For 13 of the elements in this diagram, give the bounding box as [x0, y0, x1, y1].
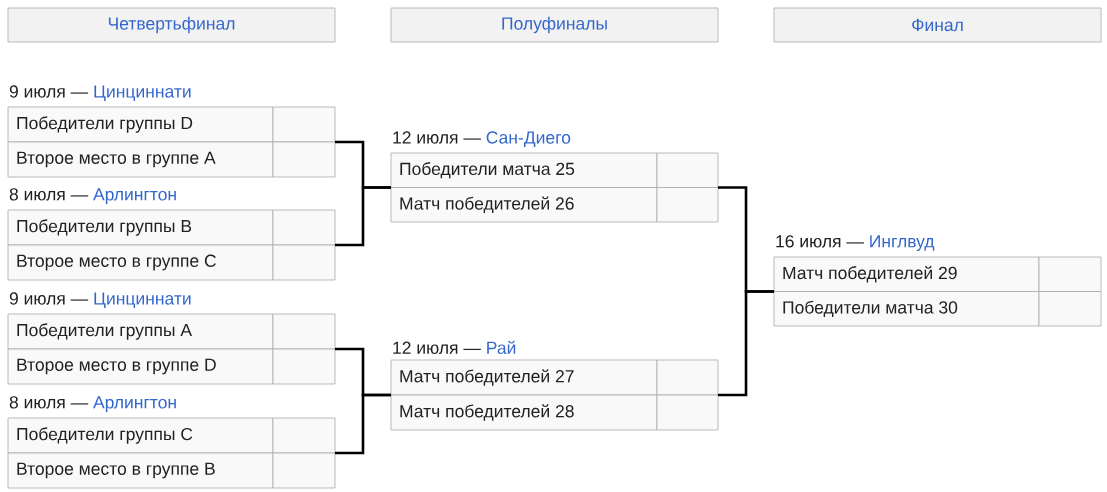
match-date: 9 июля — Цинциннати: [9, 85, 191, 101]
bracket-line: [335, 186, 391, 247]
match-date: 8 июля — Арлингтон: [9, 396, 176, 412]
bracket-line: [718, 290, 774, 397]
match-date: 12 июля — Сан-Диего: [393, 131, 571, 147]
match-date: 9 июля — Цинциннати: [9, 292, 191, 308]
match-date: 16 июля — Инглвуд: [776, 235, 935, 251]
header-box: Финал: [773, 7, 1102, 43]
match-date: 8 июля — Арлингтон: [9, 188, 176, 204]
header-box: Четвертьфинал: [7, 7, 336, 43]
bracket-line: [335, 393, 391, 455]
header-box: Полуфиналы: [390, 7, 719, 43]
match-date: 12 июля — Рай: [393, 340, 516, 354]
